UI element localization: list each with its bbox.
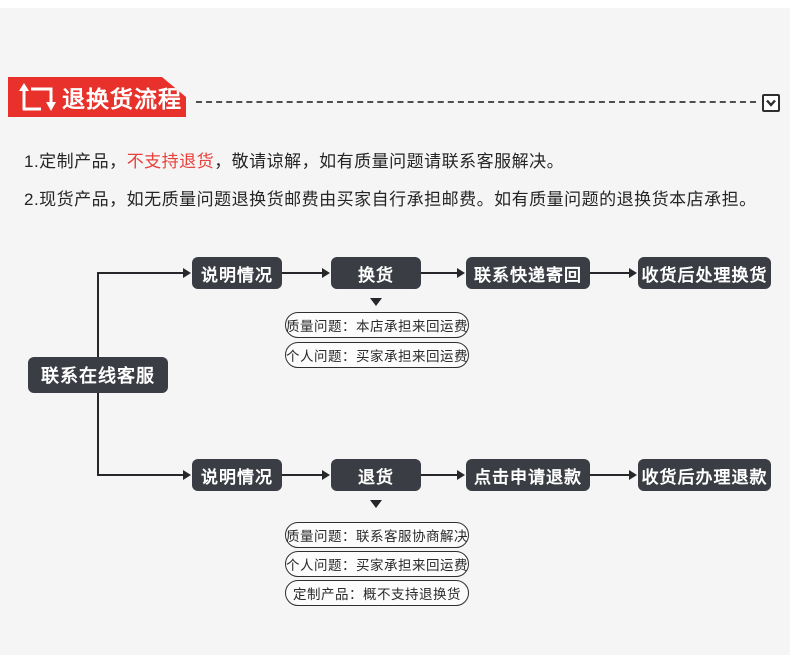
flow-node-explain-1: 说明情况 bbox=[192, 257, 282, 289]
section-title: 退换货流程 bbox=[62, 86, 182, 112]
note-pill-row1-quality: 质量问题：本店承担来回运费 bbox=[285, 312, 469, 338]
collapse-toggle[interactable] bbox=[762, 94, 780, 112]
note-pill-row2-personal: 个人问题：买家承担来回运费 bbox=[285, 551, 469, 577]
flow-node-return: 退货 bbox=[331, 459, 421, 491]
flow-node-exchange: 换货 bbox=[331, 257, 421, 289]
note2-text: 2.现货产品，如无质量问题退换货邮费由买家自行承担邮费。如有质量问题的退换货本店… bbox=[24, 190, 757, 209]
policy-note-1: 1.定制产品，不支持退货，敬请谅解，如有质量问题请联系客服解决。 bbox=[24, 147, 564, 172]
note1-prefix: 1.定制产品， bbox=[24, 152, 127, 171]
arrow-row2-start bbox=[98, 470, 191, 480]
down-triangle-row2 bbox=[370, 500, 382, 508]
chevron-down-icon bbox=[766, 99, 776, 107]
note-pill-row1-personal: 个人问题：买家承担来回运费 bbox=[285, 342, 469, 368]
note1-suffix: ，敬请谅解，如有质量问题请联系客服解决。 bbox=[214, 152, 565, 171]
arrow-row1-start bbox=[98, 268, 191, 278]
arrow-row2-1 bbox=[282, 470, 330, 480]
arrow-row1-2 bbox=[421, 268, 465, 278]
flow-node-process-refund: 收货后办理退款 bbox=[638, 459, 771, 491]
arrow-row1-3 bbox=[590, 268, 637, 278]
note-pill-row2-custom: 定制产品：概不支持退换货 bbox=[285, 580, 469, 606]
flow-node-apply-refund: 点击申请退款 bbox=[466, 459, 590, 491]
arrow-row2-3 bbox=[590, 470, 637, 480]
note-pill-row2-quality: 质量问题：联系客服协商解决 bbox=[285, 522, 469, 548]
section-banner: 退换货流程 bbox=[8, 77, 186, 117]
flow-node-contact-service: 联系在线客服 bbox=[28, 357, 168, 393]
dashed-divider bbox=[196, 101, 756, 103]
down-triangle-row1 bbox=[370, 298, 382, 306]
flow-node-explain-2: 说明情况 bbox=[192, 459, 282, 491]
arrow-row2-2 bbox=[421, 470, 465, 480]
flow-node-process-exchange: 收货后处理换货 bbox=[638, 257, 771, 289]
arrow-row1-1 bbox=[282, 268, 330, 278]
flow-node-courier-return: 联系快递寄回 bbox=[466, 257, 590, 289]
policy-note-2: 2.现货产品，如无质量问题退换货邮费由买家自行承担邮费。如有质量问题的退换货本店… bbox=[24, 185, 757, 210]
note1-highlight: 不支持退货 bbox=[126, 152, 215, 171]
exchange-loop-icon bbox=[19, 83, 56, 111]
